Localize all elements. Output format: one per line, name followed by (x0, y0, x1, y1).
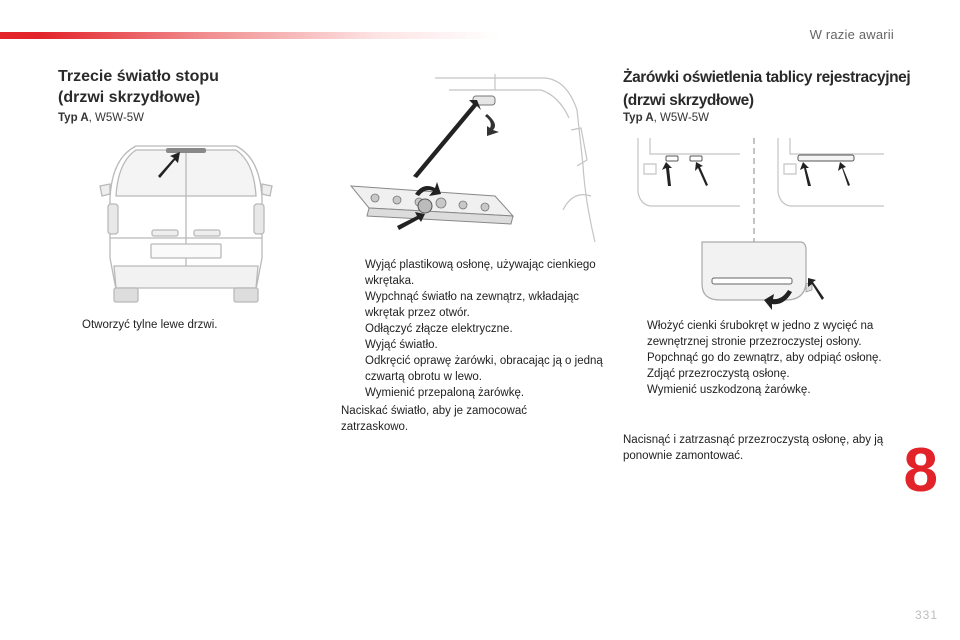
right-type-label: Typ A (623, 112, 654, 124)
pull-arrow (397, 212, 425, 230)
pointer-arrow (158, 152, 180, 178)
arrow-icon (800, 162, 811, 186)
chapter-number: 8 (903, 436, 938, 505)
step-text: Wyjąć plastikową osłonę, używając cienki… (365, 259, 596, 287)
right-type-value: , W5W-5W (653, 112, 710, 124)
step-item: Zdjąć przezroczystą osłonę. (623, 366, 893, 382)
step-text: Wymienić uszkodzoną żarówkę. (647, 384, 811, 396)
step-item: Wymienić uszkodzoną żarówkę. (623, 382, 893, 398)
step-item: Wyjąć światło. (341, 337, 611, 353)
arrow-icon (662, 162, 672, 186)
step-item: Włożyć cienki śrubokręt w jedno z wycięć… (623, 318, 893, 350)
step-item: Odłączyć złącze elektryczne. (341, 321, 611, 337)
plate-light-illustration (637, 138, 884, 310)
right-steps: Włożyć cienki śrubokręt w jedno z wycięć… (623, 318, 893, 398)
page-number: 331 (914, 608, 938, 622)
step-text: Otworzyć tylne lewe drzwi. (82, 319, 218, 331)
middle-steps: Wyjąć plastikową osłonę, używając cienki… (341, 257, 611, 401)
van-rear-illustration (99, 145, 273, 303)
step-item: Wyjąć plastikową osłonę, używając cienki… (341, 257, 611, 289)
left-heading-line1: Trzecie światło stopu (58, 68, 219, 85)
light-removal-illustration (349, 74, 596, 243)
right-note: Nacisnąć i zatrzasnąć przezroczystą osło… (623, 434, 884, 462)
header-accent-bar (0, 32, 500, 39)
step-text: Wypchnąć światło na zewnątrz, wkładając … (365, 291, 580, 319)
step-text: Wyjąć światło. (365, 339, 438, 351)
plate-lamp-left (665, 155, 679, 162)
left-heading-line2: (drzwi skrzydłowe) (58, 89, 201, 106)
right-heading: Żarówki oświetlenia tablicy rejestracyjn… (623, 67, 911, 111)
left-type-label: Typ A (58, 112, 89, 124)
right-bulb-type: Typ A, W5W-5W (623, 112, 709, 124)
light-assembly (349, 185, 515, 225)
left-heading: Trzecie światło stopu (drzwi skrzydłowe) (58, 66, 219, 108)
step-text: Popchnąć go do zewnątrz, aby odpiąć osło… (647, 352, 882, 364)
detail-pointer (413, 100, 481, 178)
arrow-icon (838, 162, 850, 186)
plate-lamp-right (689, 155, 703, 162)
unclip-arrow (764, 290, 792, 310)
step-text: Zdjąć przezroczystą osłonę. (647, 368, 790, 380)
right-heading-line1: Żarówki oświetlenia tablicy rejestracyjn… (623, 69, 911, 86)
left-steps: Otworzyć tylne lewe drzwi. (58, 317, 288, 333)
step-text: Wymienić przepaloną żarówkę. (365, 387, 525, 399)
plate-lens-strip (797, 154, 855, 162)
screwdriver-arrow (808, 278, 824, 300)
step-item: Popchnąć go do zewnątrz, aby odpiąć osło… (623, 350, 893, 366)
step-item: Odkręcić oprawę żarówki, obracając ją o … (341, 353, 611, 385)
step-item: Otworzyć tylne lewe drzwi. (58, 317, 288, 333)
right-heading-line2: (drzwi skrzydłowe) (623, 92, 754, 109)
step-text: Odłączyć złącze elektryczne. (365, 323, 513, 335)
arrow-icon (695, 162, 708, 186)
middle-note: Naciskać światło, aby je zamocować zatrz… (341, 405, 527, 433)
push-arrow (485, 114, 499, 136)
left-bulb-type: Typ A, W5W-5W (58, 112, 144, 124)
step-item: Wypchnąć światło na zewnątrz, wkładając … (341, 289, 611, 321)
step-item: Wymienić przepaloną żarówkę. (341, 385, 611, 401)
third-brake-light (166, 148, 206, 153)
step-text: Odkręcić oprawę żarówki, obracając ją o … (365, 355, 603, 383)
left-type-value: , W5W-5W (88, 112, 145, 124)
section-title: W razie awarii (809, 27, 894, 42)
lens-cover-detail (701, 241, 813, 301)
rotate-arrow (415, 182, 441, 196)
step-text: Włożyć cienki śrubokręt w jedno z wycięć… (647, 320, 874, 348)
